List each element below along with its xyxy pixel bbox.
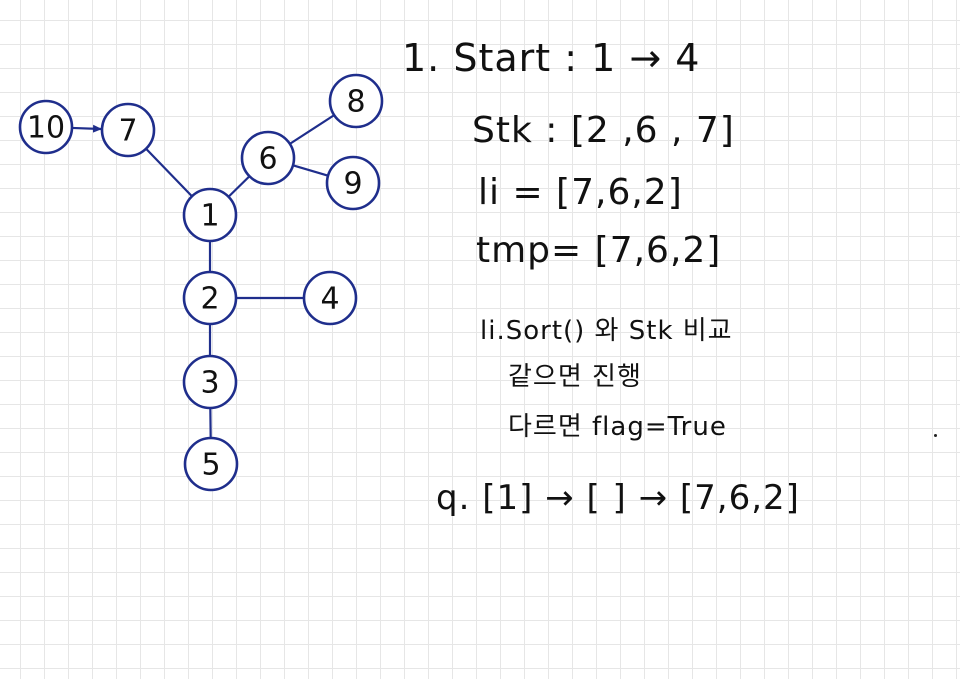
node-label-9: 9 <box>343 167 362 202</box>
stray-dot <box>934 434 937 437</box>
node-circle-9 <box>325 155 381 211</box>
compare-note: li.Sort() 와 Stk 비교 <box>480 316 733 346</box>
node-1: 1 <box>182 187 238 243</box>
node-label-4: 4 <box>320 282 339 317</box>
edge-1-6 <box>227 175 251 198</box>
tmp-note: tmp= [7,6,2] <box>476 230 722 271</box>
node-label-5: 5 <box>201 448 220 483</box>
node-circle-3 <box>182 354 238 410</box>
edge-7-1 <box>144 147 194 198</box>
node-label-8: 8 <box>346 85 365 120</box>
node-circle-5 <box>183 436 239 492</box>
node-label-1: 1 <box>200 199 219 234</box>
node-layer: 1 2 3 4 5 6 7 8 9 10 <box>18 73 384 492</box>
queue-note: q. [1] → [ ] → [7,6,2] <box>436 478 800 518</box>
node-3: 3 <box>182 354 238 410</box>
node-circle-6 <box>240 130 296 186</box>
problem-title: 1. Start : 1 → 4 <box>402 36 701 80</box>
node-8: 8 <box>328 73 384 129</box>
tree-graph: 1 2 3 4 5 6 7 8 9 10 <box>18 73 384 492</box>
node-4: 4 <box>302 270 358 326</box>
node-7: 7 <box>100 102 156 158</box>
diff-case-note: 다르면 flag=True <box>508 412 727 442</box>
node-label-2: 2 <box>200 282 219 317</box>
node-2: 2 <box>182 270 238 326</box>
edge-6-9 <box>291 164 330 177</box>
node-6: 6 <box>240 130 296 186</box>
node-circle-4 <box>302 270 358 326</box>
node-5: 5 <box>183 436 239 492</box>
stack-note: Stk : [2 ,6 , 7] <box>472 110 735 151</box>
node-9: 9 <box>325 155 381 211</box>
node-label-6: 6 <box>258 142 277 177</box>
edge-10-7 <box>70 124 103 133</box>
same-case-note: 같으면 진행 <box>508 362 642 392</box>
node-circle-8 <box>328 73 384 129</box>
node-label-10: 10 <box>27 111 65 146</box>
node-10: 10 <box>18 99 74 155</box>
edge-6-8 <box>288 114 336 145</box>
node-circle-7 <box>100 102 156 158</box>
node-circle-2 <box>182 270 238 326</box>
node-circle-10 <box>18 99 74 155</box>
node-label-3: 3 <box>200 366 219 401</box>
node-circle-1 <box>182 187 238 243</box>
edge-layer <box>70 114 336 440</box>
li-note: li = [7,6,2] <box>478 172 683 213</box>
node-label-7: 7 <box>118 114 137 149</box>
